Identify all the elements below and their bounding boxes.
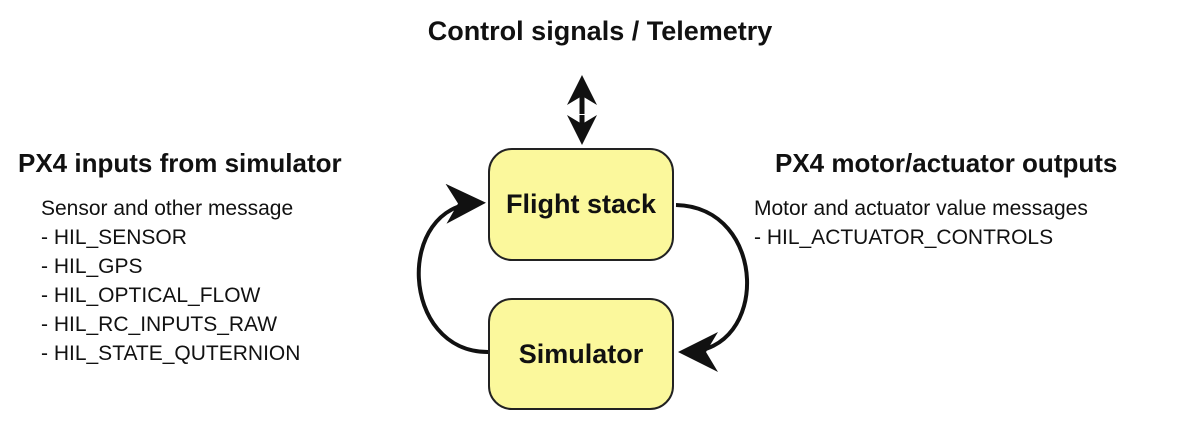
list-item: - HIL_SENSOR xyxy=(41,226,187,249)
flight-stack-box: Flight stack xyxy=(488,148,674,261)
left-list: Sensor and other message - HIL_SENSOR - … xyxy=(41,194,300,368)
list-item: - HIL_STATE_QUTERNION xyxy=(41,342,301,365)
top-label: Control signals / Telemetry xyxy=(427,16,773,46)
right-subheading: Motor and actuator value messages xyxy=(754,197,1088,220)
left-subheading: Sensor and other message xyxy=(41,197,294,220)
right-list: Motor and actuator value messages - HIL_… xyxy=(754,194,1088,252)
flight-stack-label: Flight stack xyxy=(505,189,657,219)
list-item: - HIL_OPTICAL_FLOW xyxy=(41,284,261,307)
left-heading: PX4 inputs from simulator xyxy=(18,148,342,178)
simulator-label: Simulator xyxy=(518,338,644,369)
list-item: - HIL_ACTUATOR_CONTROLS xyxy=(754,226,1054,249)
simulator-box: Simulator xyxy=(488,298,674,410)
list-item: - HIL_RC_INPUTS_RAW xyxy=(41,313,278,336)
left-loop-arrow xyxy=(416,183,489,354)
right-heading: PX4 motor/actuator outputs xyxy=(775,148,1118,178)
list-item: - HIL_GPS xyxy=(41,255,143,278)
right-loop-arrow xyxy=(675,203,749,372)
